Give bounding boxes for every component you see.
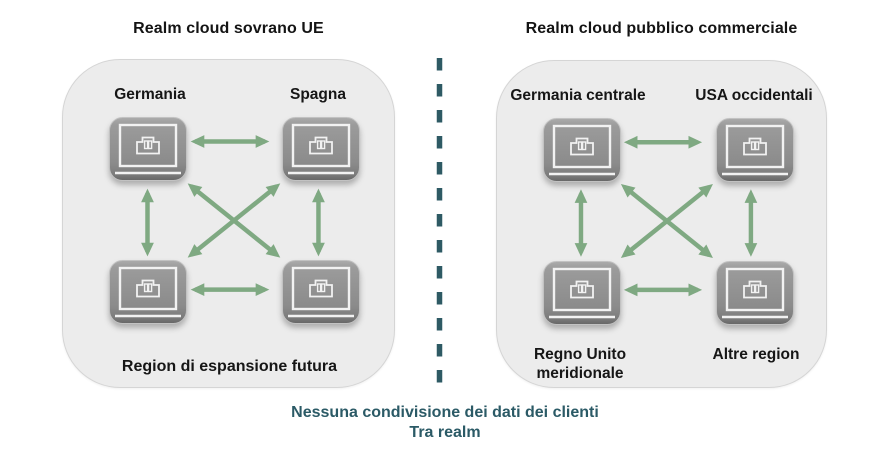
left-realm-title: Realm cloud sovrano UE <box>133 20 324 37</box>
node-label-region-espansione: Region di espansione futura <box>121 358 338 375</box>
no-data-sharing-caption: Nessuna condivisione dei dati dei client… <box>215 403 675 443</box>
laptop-datacenter-icon <box>109 260 187 324</box>
caption-line-2: Tra realm <box>409 424 481 441</box>
laptop-datacenter-icon <box>543 118 621 182</box>
arrow-diagonal-bl-tr <box>187 183 281 258</box>
node-label-germania-centrale: Germania centrale <box>510 87 646 104</box>
node-label-altre-region: Altre region <box>712 346 800 363</box>
node-label-regno-unito-meridionale: Regno Unito meridionale <box>533 346 627 382</box>
arrow-diagonal-bl-tr <box>620 183 713 259</box>
node-label-germania: Germania <box>114 86 186 103</box>
node-label-usa-occidentali: USA occidentali <box>695 87 813 104</box>
left-replication-arrows <box>141 135 325 296</box>
right-realm-title: Realm cloud pubblico commerciale <box>525 20 798 37</box>
laptop-datacenter-icon <box>716 261 794 325</box>
laptop-datacenter-icon <box>716 118 794 182</box>
realm-divider-dashed-line <box>436 58 443 395</box>
laptop-datacenter-icon <box>282 117 360 181</box>
right-replication-arrows <box>574 135 758 297</box>
laptop-datacenter-icon <box>543 261 621 325</box>
caption-line-1: Nessuna condivisione dei dati dei client… <box>291 404 599 421</box>
laptop-datacenter-icon <box>282 260 360 324</box>
left-realm-box: Germania Spagna Region di espansione fut… <box>62 59 395 388</box>
laptop-datacenter-icon <box>109 117 187 181</box>
right-realm-box: Germania centrale USA occidentali Regno … <box>496 60 827 388</box>
node-label-spagna: Spagna <box>290 86 346 103</box>
